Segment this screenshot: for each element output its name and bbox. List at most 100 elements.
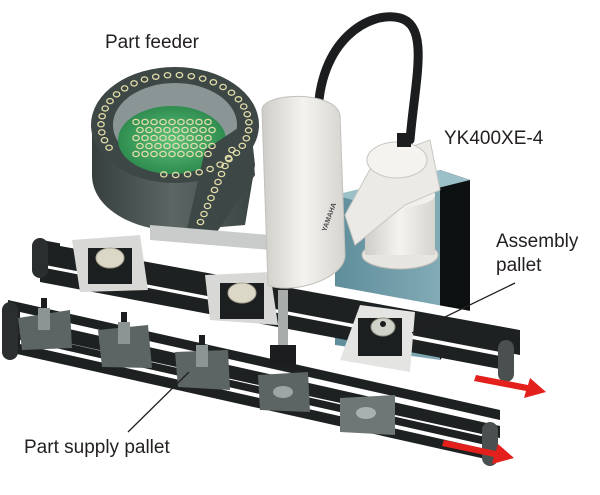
feeder-part xyxy=(140,76,149,83)
feeder-part xyxy=(136,126,144,134)
feeder-part xyxy=(198,75,207,82)
robot-cable xyxy=(313,12,423,145)
feeder-part xyxy=(120,85,129,92)
feeder-part xyxy=(132,118,140,126)
feeder-part xyxy=(177,150,185,158)
feeder-part xyxy=(171,171,180,179)
feeder-part xyxy=(97,129,106,136)
feeder-part xyxy=(172,126,180,134)
feeder-part xyxy=(105,144,113,151)
feeder-part xyxy=(186,118,194,126)
feeder-part xyxy=(98,113,106,120)
feeder-part xyxy=(196,218,205,226)
robot-main-arm: YAMAHA xyxy=(261,95,346,367)
feeder-part xyxy=(204,118,212,126)
feeder-part xyxy=(150,118,158,126)
feeder-part xyxy=(132,150,140,158)
feeder-part xyxy=(175,71,184,79)
robot-model-label: YK400XE-4 xyxy=(444,128,544,149)
feeder-part xyxy=(238,142,247,150)
assembly-pallet-leader xyxy=(411,282,516,334)
feeder-part xyxy=(227,89,236,96)
feeder-part xyxy=(216,161,224,168)
feeder-part xyxy=(243,110,252,118)
feeder-part xyxy=(209,78,218,86)
robot-arm-and-column xyxy=(344,133,441,270)
feeder-part xyxy=(163,142,171,150)
feeder-part xyxy=(199,142,207,150)
feeder-part xyxy=(150,134,158,142)
feeder-part xyxy=(200,210,208,218)
feeder-part xyxy=(195,134,203,142)
feeder-part xyxy=(206,165,214,173)
flow-arrow-lower xyxy=(442,440,514,464)
feeder-part xyxy=(217,170,226,178)
supply-pallets xyxy=(18,298,395,435)
feeder-part xyxy=(130,80,138,87)
feeder-part xyxy=(168,150,176,158)
assembly-pallets xyxy=(72,235,415,372)
assembly-pallet-label-line1: Assembly xyxy=(496,231,579,252)
feeder-part xyxy=(177,134,185,142)
feeder-part xyxy=(177,118,185,126)
feeder-part xyxy=(181,142,189,150)
feeder-part xyxy=(242,134,251,142)
feeder-part xyxy=(159,150,167,158)
feeder-part xyxy=(101,105,110,112)
part-feeder xyxy=(91,67,270,250)
feeder-part xyxy=(181,126,189,134)
assembly-pallet xyxy=(205,272,278,325)
feeder-part xyxy=(136,142,144,150)
supply-pallet xyxy=(340,395,395,435)
feeder-part xyxy=(168,118,176,126)
feeder-part xyxy=(204,134,212,142)
feeder-part xyxy=(145,142,153,150)
feeder-part xyxy=(141,118,149,126)
feeder-part xyxy=(186,134,194,142)
feeder-part xyxy=(132,134,140,142)
supply-pallet xyxy=(98,312,152,368)
feeder-part xyxy=(159,134,167,142)
feeder-part xyxy=(199,126,207,134)
feeder-part xyxy=(195,118,203,126)
feeder-part xyxy=(145,126,153,134)
feeder-part xyxy=(244,127,253,134)
feeder-part xyxy=(219,83,227,91)
assembly-pallet xyxy=(72,235,148,292)
feeder-part xyxy=(172,142,180,150)
feeder-part xyxy=(151,73,160,80)
assembly-pallet-label-line2: pallet xyxy=(496,255,542,276)
feeder-part xyxy=(210,186,219,194)
supply-pallet-leader xyxy=(127,371,190,433)
feeder-part xyxy=(208,126,216,134)
feeder-part xyxy=(186,150,194,158)
feeder-part xyxy=(183,171,192,178)
supply-pallet xyxy=(175,335,230,390)
feeder-part xyxy=(163,72,172,79)
feeder-part xyxy=(163,126,171,134)
supply-pallet xyxy=(18,298,72,350)
feeder-part xyxy=(100,136,109,144)
part-feeder-label: Part feeder xyxy=(105,32,199,53)
feeder-part xyxy=(154,126,162,134)
feeder-part xyxy=(208,142,216,150)
feeder-part xyxy=(187,72,196,80)
feeder-part xyxy=(234,96,243,103)
part-supply-pallet-label: Part supply pallet xyxy=(24,437,170,458)
feeder-part xyxy=(228,146,236,154)
feeder-part xyxy=(207,194,215,202)
feeder-part xyxy=(97,121,105,128)
feeder-part xyxy=(112,91,121,98)
feeder-part xyxy=(195,150,203,158)
feeder-part xyxy=(141,134,149,142)
feeder-parts xyxy=(97,71,253,226)
feeder-part xyxy=(154,142,162,150)
feeder-part xyxy=(203,202,212,210)
feeder-part xyxy=(195,169,204,176)
supply-pallet xyxy=(258,372,310,412)
feeder-part xyxy=(204,150,212,158)
feeder-part xyxy=(106,97,114,105)
flow-arrow-upper xyxy=(474,375,546,398)
feeder-part xyxy=(221,162,229,170)
